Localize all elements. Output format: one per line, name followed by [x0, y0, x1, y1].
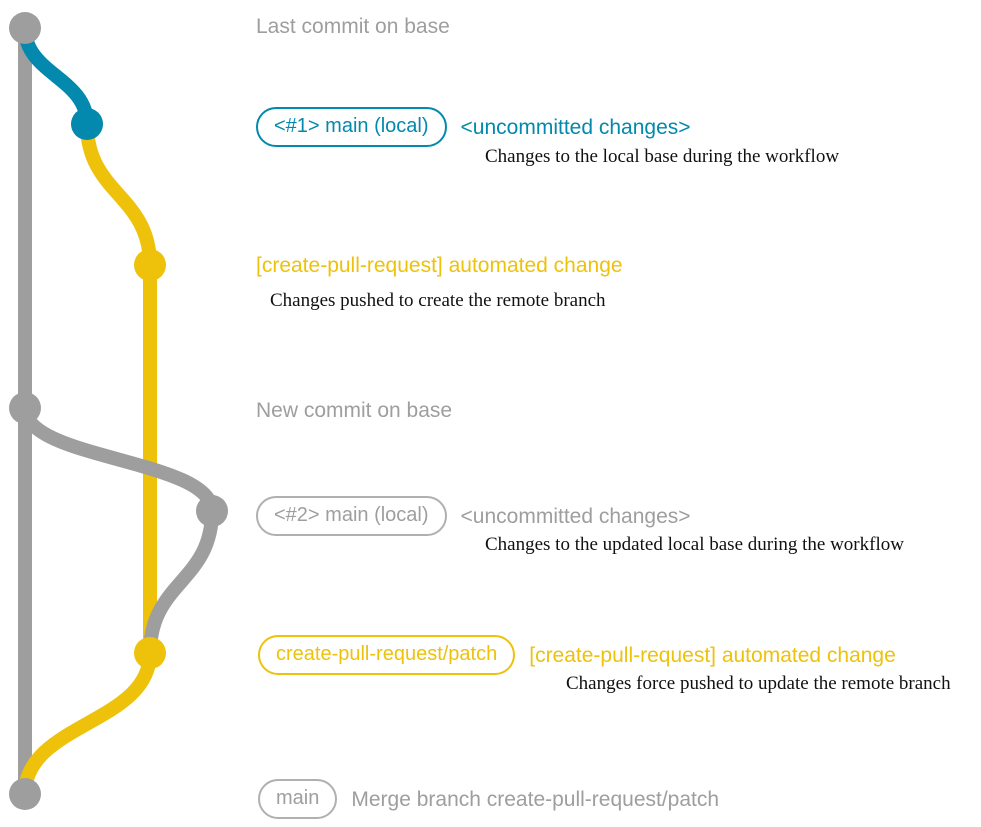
node-base-new-commit[interactable]: [9, 392, 41, 424]
label-uncommitted-changes-1: <uncommitted changes>: [460, 115, 691, 139]
label-last-commit-on-base: Last commit on base: [256, 15, 450, 38]
branch-pill-create-pull-request-patch[interactable]: create-pull-request/patch: [258, 635, 516, 675]
edge-remote-2-to-merge: [18, 646, 157, 801]
subtext-local-change-2: Changes to the updated local base during…: [485, 534, 904, 555]
row-merge-commit: main Merge branch create-pull-request/pa…: [258, 779, 719, 819]
label-automated-change-2: [create-pull-request] automated change: [529, 643, 896, 667]
node-remote-commit-1[interactable]: [134, 249, 166, 281]
label-automated-change-1: [create-pull-request] automated change: [256, 254, 623, 277]
node-local-commit-2[interactable]: [196, 495, 228, 527]
subtext-local-change-1: Changes to the local base during the wor…: [485, 146, 840, 167]
edge-local-2-to-remote-2: [143, 504, 219, 660]
row-local-change-1: <#1> main (local) <uncommitted changes>: [256, 107, 691, 147]
edge-base-to-local-1: [18, 21, 94, 131]
node-local-commit-1[interactable]: [71, 108, 103, 140]
branch-pill-main-local-1[interactable]: <#1> main (local): [256, 107, 447, 147]
node-remote-commit-2[interactable]: [134, 637, 166, 669]
node-merge-commit[interactable]: [9, 778, 41, 810]
branch-pill-main[interactable]: main: [258, 779, 338, 819]
row-local-change-2: <#2> main (local) <uncommitted changes>: [256, 496, 691, 536]
node-base-last-commit[interactable]: [9, 12, 41, 44]
branch-pill-main-local-2[interactable]: <#2> main (local): [256, 496, 447, 536]
row-remote-change-2: create-pull-request/patch [create-pull-r…: [258, 635, 896, 675]
label-merge-branch: Merge branch create-pull-request/patch: [351, 787, 720, 811]
label-uncommitted-changes-2: <uncommitted changes>: [460, 504, 691, 528]
label-new-commit-on-base: New commit on base: [256, 399, 453, 422]
edge-local-1-to-remote-1: [80, 117, 157, 272]
subtext-remote-change-2: Changes force pushed to update the remot…: [566, 673, 951, 694]
edge-base-new-to-local-2: [18, 401, 219, 518]
subtext-remote-change-1: Changes pushed to create the remote bran…: [270, 290, 606, 311]
